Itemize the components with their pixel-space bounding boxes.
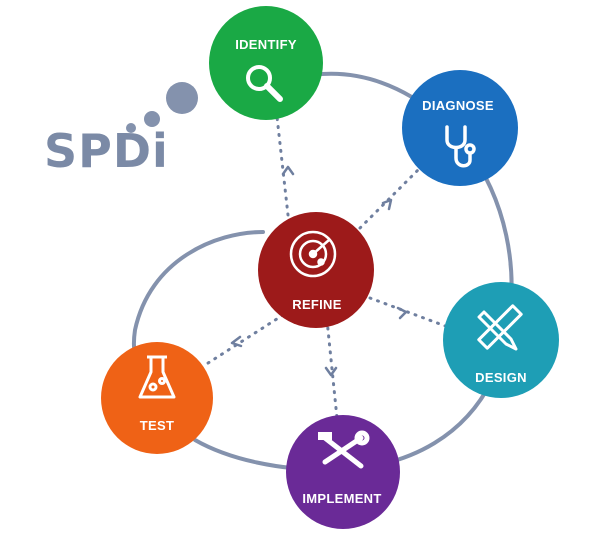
arrow-diagonal-icon (381, 198, 393, 211)
node-implement: IMPLEMENT (286, 415, 400, 529)
refine-label: REFINE (292, 297, 341, 312)
node-identify: IDENTIFY (209, 6, 323, 120)
connector-implement (325, 318, 339, 420)
connector-diagnose (358, 168, 420, 230)
flask-icon (138, 355, 176, 399)
pencil-ruler-icon (477, 304, 523, 351)
test-label: TEST (140, 418, 174, 433)
diagnose-label: DIAGNOSE (422, 98, 494, 113)
implement-circle (286, 415, 400, 529)
arrowheads (230, 165, 408, 377)
logo-dot-large (166, 82, 198, 114)
node-design: DESIGN (443, 282, 559, 398)
arrow-down-icon (324, 366, 338, 377)
implement-label: IMPLEMENT (302, 491, 381, 506)
connector-test (203, 313, 285, 367)
connector-design (368, 296, 450, 329)
logo-dot-small (126, 123, 136, 133)
identify-label: IDENTIFY (235, 37, 297, 52)
diagnose-circle (402, 70, 518, 186)
arrow-right-icon (396, 306, 408, 320)
refine-circle (258, 212, 374, 328)
logo-dots (126, 82, 198, 133)
spdi-logo: SPDi (44, 124, 169, 178)
magnifier-icon (246, 65, 283, 102)
stethoscope-icon (445, 125, 476, 168)
connector-identify (274, 106, 290, 217)
radar-icon (289, 230, 337, 278)
identify-circle (209, 6, 323, 120)
logo-dot-medium (144, 111, 160, 127)
design-label: DESIGN (475, 370, 527, 385)
arrow-up-icon (281, 165, 295, 176)
node-diagnose: DIAGNOSE (402, 70, 518, 186)
node-test: TEST (101, 342, 213, 454)
tools-icon (318, 430, 370, 469)
dotted-connectors (203, 106, 450, 420)
node-refine: REFINE (258, 212, 374, 328)
arrow-left-icon (230, 335, 243, 348)
